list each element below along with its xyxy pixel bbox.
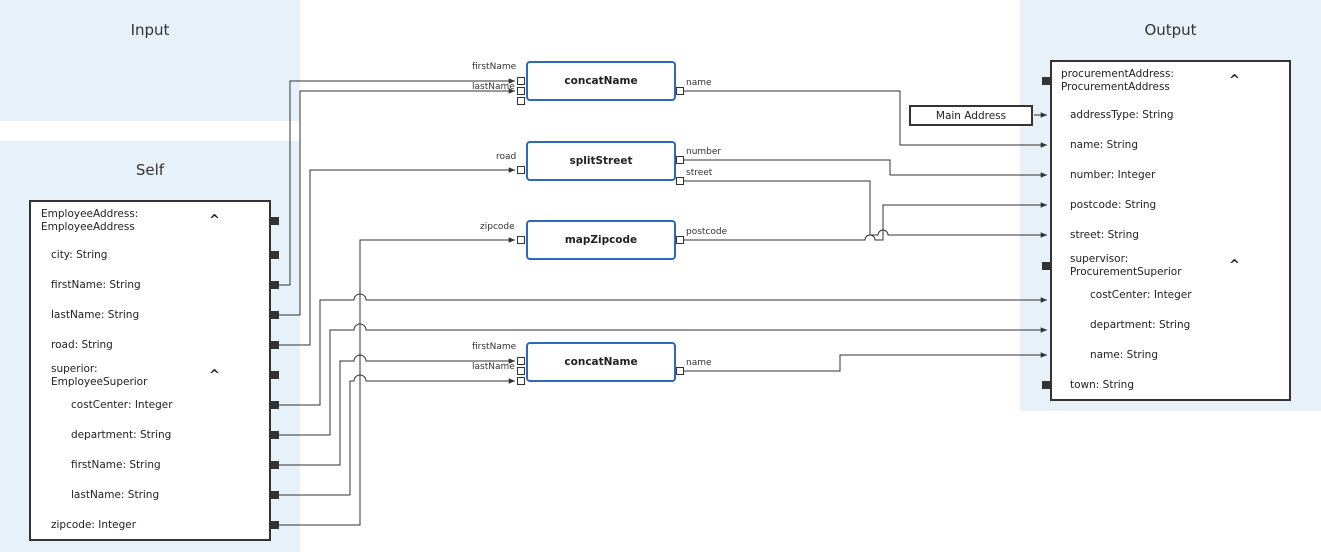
splitstreet-port-road[interactable] — [517, 166, 525, 174]
splitstreet-port-number[interactable] — [676, 156, 684, 164]
self-port-firstname[interactable] — [271, 281, 279, 289]
wire-number-to-output — [684, 159, 1047, 178]
self-header-type: EmployeeAddress: — [41, 208, 139, 220]
output-field-postcode: postcode: String — [1070, 199, 1157, 211]
output-field-sup-name: name: String — [1090, 349, 1158, 361]
output-field-addresstype: addressType: String — [1070, 109, 1174, 121]
self-port-costcenter[interactable] — [271, 401, 279, 409]
output-field-supervisor-type: ProcurementSuperior — [1070, 266, 1182, 278]
output-port-supervisor[interactable] — [1042, 262, 1050, 270]
output-field-name: name: String — [1070, 139, 1138, 151]
function-concatname-1-label: concatName — [564, 75, 638, 87]
concat1-port-extra[interactable] — [517, 97, 525, 105]
output-field-street: street: String — [1070, 229, 1139, 241]
output-header-class: ProcurementAddress — [1061, 81, 1170, 93]
self-field-road: road: String — [51, 339, 113, 351]
self-field-zipcode: zipcode: Integer — [51, 519, 137, 531]
output-field-department: department: String — [1090, 319, 1191, 331]
self-field-superior-type: EmployeeSuperior — [51, 376, 148, 388]
splitstreet-label-number: number — [686, 147, 722, 157]
wire-street-to-output — [684, 180, 1047, 238]
concat2-port-name[interactable] — [676, 367, 684, 375]
self-field-firstname: firstName: String — [51, 279, 141, 291]
self-employee-address-box — [29, 200, 271, 541]
self-port-lastname[interactable] — [271, 311, 279, 319]
function-splitstreet[interactable]: splitStreet — [526, 141, 676, 181]
constant-main-address-label: Main Address — [935, 109, 1007, 122]
wire-sup-lastname-to-concat2 — [279, 374, 515, 496]
input-panel: Input — [0, 0, 300, 121]
output-field-costcenter: costCenter: Integer — [1090, 289, 1192, 301]
wire-lastname-to-concat1 — [279, 88, 515, 316]
self-field-costcenter: costCenter: Integer — [71, 399, 173, 411]
constant-main-address[interactable]: Main Address — [909, 105, 1033, 126]
output-port-procurementaddress[interactable] — [1042, 77, 1050, 85]
concat2-port-extra[interactable] — [517, 377, 525, 385]
concat2-port-lastname[interactable] — [517, 367, 525, 375]
collapse-employeeaddress-caret-icon[interactable]: ^ — [209, 213, 220, 228]
function-mapzipcode[interactable]: mapZipcode — [526, 220, 676, 260]
concat2-port-firstname[interactable] — [517, 357, 525, 365]
self-field-sup-firstname: firstName: String — [71, 459, 161, 471]
output-procurement-address-box — [1050, 60, 1291, 401]
wire-postcode-to-output — [684, 202, 1047, 241]
collapse-procurementaddress-caret-icon[interactable]: ^ — [1229, 73, 1240, 88]
splitstreet-label-road: road — [496, 152, 517, 162]
self-port-road[interactable] — [271, 341, 279, 349]
concat1-port-firstname[interactable] — [517, 77, 525, 85]
concat2-label-name: name — [686, 358, 712, 368]
collapse-supervisor-caret-icon[interactable]: ^ — [1229, 258, 1240, 273]
output-field-number: number: Integer — [1070, 169, 1156, 181]
function-concatname-2[interactable]: concatName — [526, 342, 676, 382]
output-field-supervisor-name: supervisor: — [1070, 253, 1129, 265]
self-port-department[interactable] — [271, 431, 279, 439]
self-port-employeeaddress[interactable] — [271, 217, 279, 225]
collapse-superior-caret-icon[interactable]: ^ — [209, 368, 220, 383]
function-concatname-2-label: concatName — [564, 356, 638, 368]
mapzipcode-label-postcode: postcode — [686, 227, 728, 237]
function-splitstreet-label: splitStreet — [569, 155, 633, 167]
concat2-label-lastname: lastName — [472, 362, 515, 372]
self-field-lastname: lastName: String — [51, 309, 140, 321]
wire-firstname-to-concat1 — [279, 78, 515, 286]
wire-concat2-to-supname — [684, 352, 1047, 372]
concat1-label-name: name — [686, 78, 712, 88]
input-panel-title: Input — [130, 21, 170, 39]
concat2-label-firstname: firstName — [472, 342, 517, 352]
self-panel-title: Self — [135, 161, 165, 179]
splitstreet-label-street: street — [686, 168, 713, 178]
splitstreet-port-street[interactable] — [676, 177, 684, 185]
self-port-sup-firstname[interactable] — [271, 461, 279, 469]
self-field-city: city: String — [51, 249, 108, 261]
self-port-sup-lastname[interactable] — [271, 491, 279, 499]
mapzipcode-port-postcode[interactable] — [676, 236, 684, 244]
self-port-superior[interactable] — [271, 371, 279, 379]
mapzipcode-label-zipcode: zipcode — [480, 222, 515, 232]
concat1-label-lastname: lastName — [472, 82, 515, 92]
output-port-town[interactable] — [1042, 381, 1050, 389]
self-field-superior-name: superior: — [51, 363, 98, 375]
concat1-label-firstname: firstName — [472, 62, 517, 72]
mapzipcode-port-zipcode[interactable] — [517, 236, 525, 244]
output-header-type: procurementAddress: — [1061, 68, 1174, 80]
output-panel-title: Output — [1144, 21, 1197, 39]
self-header-class: EmployeeAddress — [41, 221, 135, 233]
concat1-port-lastname[interactable] — [517, 87, 525, 95]
concat1-port-name[interactable] — [676, 87, 684, 95]
function-concatname-1[interactable]: concatName — [526, 61, 676, 101]
wire-zipcode-to-mapzipcode — [279, 237, 515, 526]
output-field-town: town: String — [1070, 379, 1134, 391]
self-field-department: department: String — [71, 429, 172, 441]
self-port-city[interactable] — [271, 251, 279, 259]
function-mapzipcode-label: mapZipcode — [564, 234, 638, 246]
self-field-sup-lastname: lastName: String — [71, 489, 160, 501]
self-port-zipcode[interactable] — [271, 521, 279, 529]
wire-road-to-splitstreet — [279, 167, 515, 346]
